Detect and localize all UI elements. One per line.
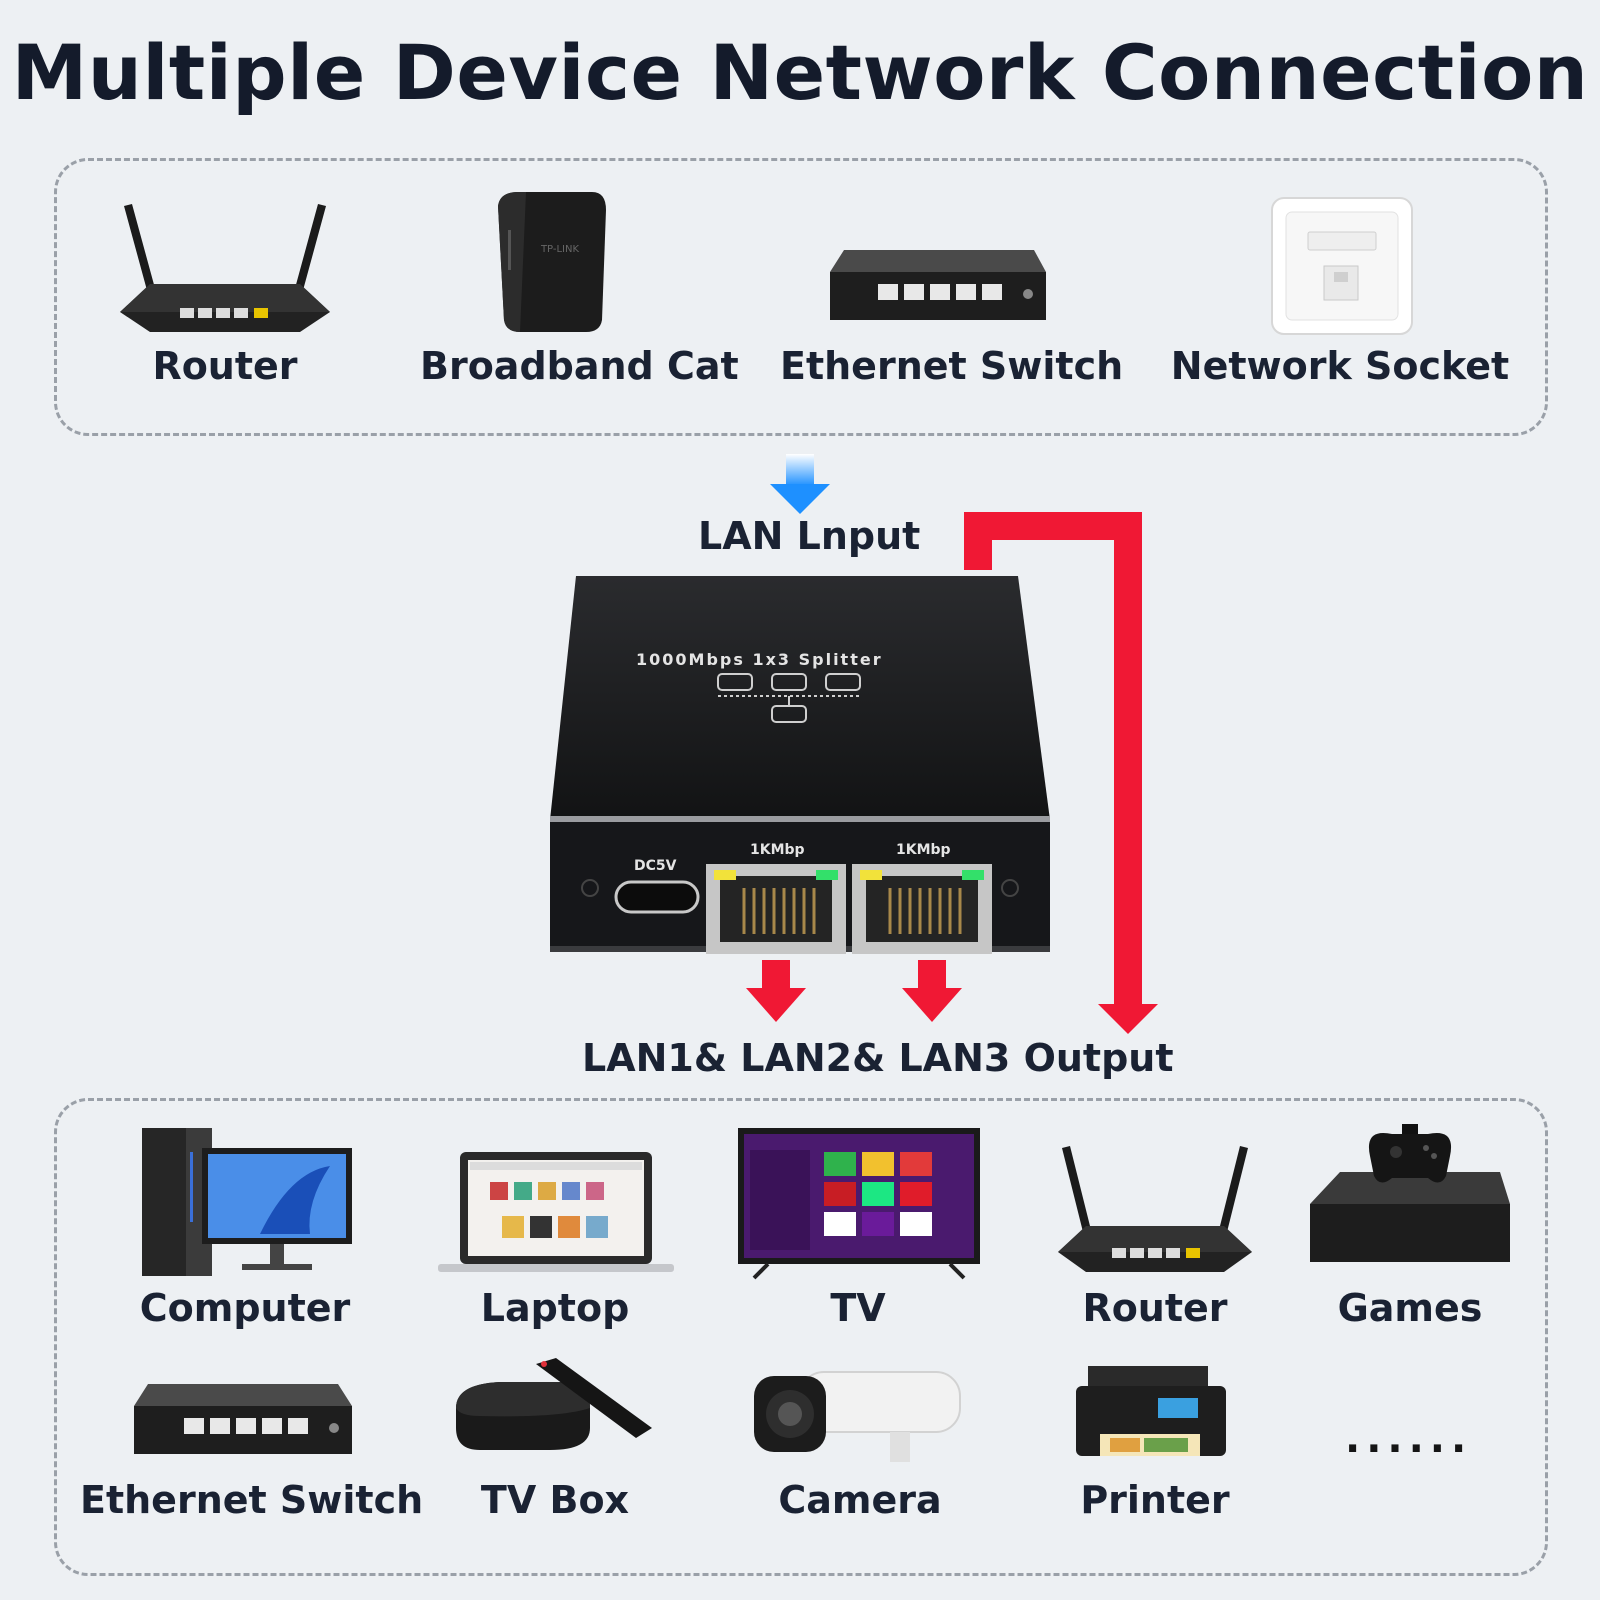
tv-box-icon: [456, 1358, 652, 1450]
output-device-label: TV Box: [480, 1478, 630, 1522]
output-label: LAN1& LAN2& LAN3 Output: [582, 1036, 1174, 1080]
output-devices-panel: [54, 1098, 1548, 1576]
splitter-power-label: DC5V: [634, 858, 677, 874]
modem-icon: TP-LINK: [498, 192, 606, 332]
more-devices-indicator: ......: [1345, 1416, 1473, 1462]
ethernet-switch-icon: [134, 1384, 352, 1454]
page-title: Multiple Device Network Connection: [11, 28, 1589, 117]
ethernet-switch-icon: [830, 250, 1046, 320]
output-device-ethernet-switch: Ethernet Switch: [80, 1378, 423, 1522]
output-device-tv-box: TV Box: [440, 1358, 670, 1522]
input-device-label: Network Socket: [1170, 344, 1510, 388]
output-device-tv: TV: [728, 1122, 988, 1330]
output-device-label: Laptop: [480, 1286, 630, 1330]
input-label: LAN Lnput: [698, 514, 921, 558]
splitter-diagram: [550, 454, 1158, 1034]
output-device-router: Router: [1040, 1122, 1270, 1330]
computer-icon: [142, 1128, 352, 1276]
output-arrow-lan3: [964, 512, 1158, 1034]
output-device-label: Camera: [778, 1478, 942, 1522]
router-icon: [120, 204, 330, 332]
output-device-computer: Computer: [130, 1122, 360, 1330]
laptop-icon: [438, 1152, 674, 1272]
output-device-label: Ethernet Switch: [80, 1478, 424, 1522]
output-device-game-console: Games: [1300, 1122, 1520, 1330]
svg-text:TP-LINK: TP-LINK: [540, 244, 580, 255]
input-device-ethernet-switch: Ethernet Switch: [780, 180, 1123, 388]
input-device-label: Ethernet Switch: [780, 344, 1124, 388]
network-socket-icon: [1271, 197, 1413, 335]
splitter-top-text: 1000Mbps 1x3 Splitter: [636, 650, 883, 669]
printer-icon: [1076, 1366, 1226, 1456]
router-icon: [1058, 1146, 1252, 1272]
output-device-printer: Printer: [1040, 1358, 1270, 1522]
game-console-icon: [1310, 1124, 1510, 1262]
output-device-label: Printer: [1080, 1478, 1230, 1522]
output-device-label: Games: [1337, 1286, 1483, 1330]
output-device-label: TV: [830, 1286, 886, 1330]
camera-icon: [754, 1371, 961, 1462]
output-device-camera: Camera: [740, 1358, 980, 1522]
output-arrow-lan2: [902, 960, 962, 1022]
input-device-network-socket: Network Socket: [1160, 180, 1520, 388]
input-device-router: Router: [110, 180, 340, 388]
output-device-label: Router: [1082, 1286, 1228, 1330]
input-arrow: [770, 454, 830, 514]
input-device-label: Router: [152, 344, 298, 388]
splitter-device: [550, 576, 1050, 954]
output-device-laptop: Laptop: [430, 1122, 680, 1330]
tv-icon: [738, 1128, 980, 1280]
splitter-port1-label: 1KMbp: [750, 842, 805, 858]
splitter-port2-label: 1KMbp: [896, 842, 951, 858]
output-arrow-lan1: [746, 960, 806, 1022]
output-device-label: Computer: [139, 1286, 351, 1330]
input-devices-panel: [54, 158, 1548, 436]
